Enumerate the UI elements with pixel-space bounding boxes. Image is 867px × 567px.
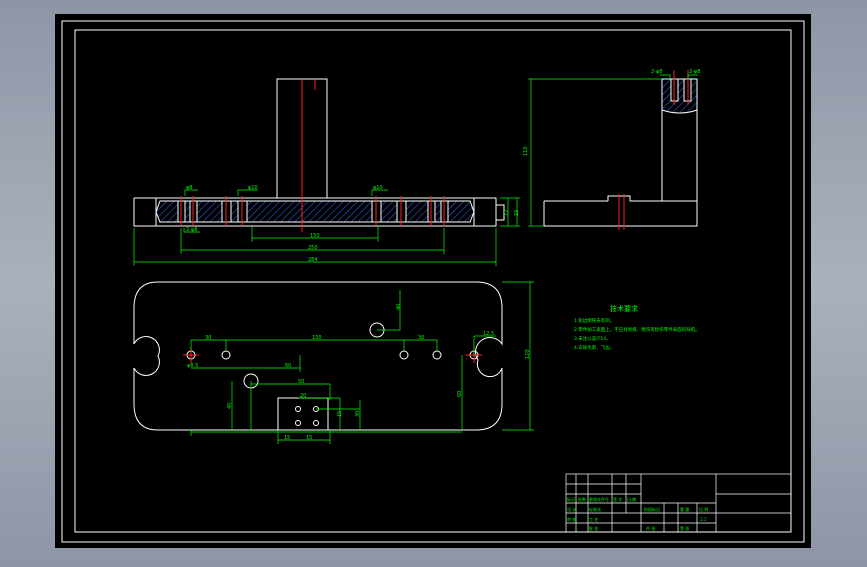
front-dim-overall: 284 (308, 257, 318, 263)
tb-label-5: 设 计 (567, 506, 576, 512)
tech-req-line-2: 2.零件加工表面上，不应有划痕、擦伤等损伤零件表面的缺陷。 (574, 326, 700, 333)
front-dim-overall-inner: 250 (308, 245, 318, 251)
side-dim-labels: 110 2-φ8 2-φ8 (523, 69, 700, 156)
top-dim-v3: 120 (525, 349, 531, 359)
top-dim-right-off: 30 (418, 335, 424, 341)
side-top-hatch (661, 78, 698, 114)
front-dim-right-h1: 12 (504, 210, 510, 216)
tb-label-3: 签 字 (613, 496, 622, 502)
front-dim-labels: φ8 φ10 φ10 2-φ8 150 250 284 12 22 (186, 185, 520, 263)
front-dim-top-mid-left: φ10 (248, 185, 258, 191)
side-dim-top-right: 2-φ8 (689, 69, 700, 75)
front-dimensions (133, 189, 520, 266)
front-centerlines (180, 80, 445, 232)
tb-label-8: 重 量 (680, 506, 689, 512)
front-dim-bottom-left-small: 2-φ8 (186, 227, 197, 233)
top-dimensions (190, 281, 534, 444)
top-dim-block-h: 30 (355, 411, 361, 417)
top-dim-v1: 40 (227, 403, 233, 409)
tb-label-6: 标准化 (589, 506, 601, 512)
tb-label-4: 日 期 (627, 496, 636, 502)
tb-label-2: 更改文件号 (589, 496, 609, 502)
tech-req-line-3: 3.未注公差IT14。 (574, 335, 611, 342)
top-dim-mid-h2: 50 (298, 379, 304, 385)
top-dim-mid-h: 60 (285, 363, 291, 369)
top-dim-small1: 15 (284, 435, 290, 441)
side-dim-top-left: 2-φ8 (651, 69, 662, 75)
top-dim-left-small: φ8.5 (187, 363, 198, 369)
tb-label-10: 审 核 (567, 516, 576, 522)
front-section-hatch (155, 200, 475, 223)
tb-label-15: 1:1 (700, 517, 707, 522)
technical-requirements: 技术要求 1.锐边倒钝去毛刺。 2.零件加工表面上，不应有划痕、擦伤等损伤零件表… (574, 304, 700, 351)
top-plate-outline (133, 281, 503, 431)
tech-req-title: 技术要求 (610, 304, 638, 313)
tb-label-14: 第 张 (680, 525, 689, 531)
front-dim-top-mid-right: φ10 (373, 185, 383, 191)
tech-req-line-4: 4.去除毛刺、飞边。 (574, 344, 614, 351)
top-dim-small2: 15 (306, 435, 312, 441)
tb-label-12: 批 准 (589, 525, 598, 531)
top-dim-left-off: 30 (205, 335, 211, 341)
inner-border (74, 29, 792, 533)
top-dim-block-w2: 15 (337, 411, 343, 417)
front-dim-top-small-left: φ8 (186, 185, 192, 191)
drawing-sheet (55, 14, 811, 548)
top-dim-upper-v: 40 (396, 304, 402, 310)
side-dimensions (528, 74, 698, 227)
title-block-labels: 标记 处数 更改文件号 签 字 日 期 设 计 标准化 阶段标记 重 量 比 例… (567, 496, 708, 531)
top-dim-right-small: 12.5 (483, 331, 494, 337)
front-dim-right-h2: 22 (514, 210, 520, 216)
tb-label-0: 标记 (567, 496, 575, 502)
tb-label-7: 阶段标记 (644, 506, 660, 512)
top-dim-block-w: 20 (300, 393, 306, 399)
front-dim-mid-span: 150 (310, 233, 320, 239)
tech-req-line-1: 1.锐边倒钝去毛刺。 (574, 317, 614, 324)
tb-label-13: 共 张 (646, 525, 655, 531)
top-dim-labels: 40 30 150 30 12.5 φ8.5 60 50 40 20 30 15… (187, 304, 531, 441)
side-dim-height: 110 (523, 146, 529, 156)
top-dim-v2: 60 (457, 391, 463, 397)
outer-border (61, 20, 805, 543)
tb-label-1: 处数 (578, 496, 586, 502)
tb-label-9: 比 例 (699, 506, 708, 512)
top-dim-center-span: 150 (312, 335, 322, 341)
tb-label-11: 工 艺 (589, 517, 598, 522)
title-block (565, 473, 792, 533)
